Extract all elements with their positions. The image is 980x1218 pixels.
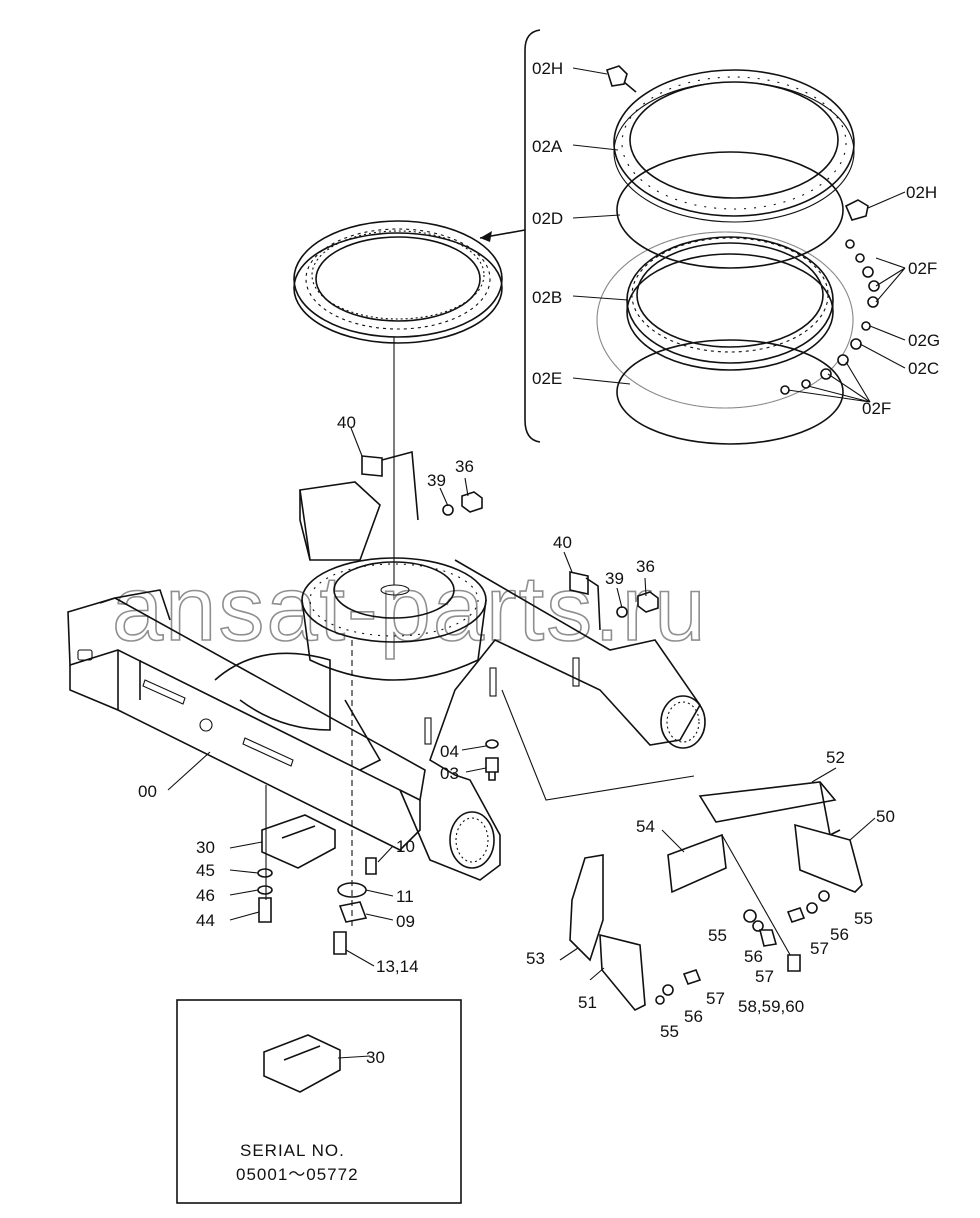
callout-labels: 02H 02A 02D 02B 02E 02H 02F 02G 02C 02F …	[138, 59, 940, 1041]
leader-54	[721, 834, 794, 961]
bolt-44	[258, 897, 272, 923]
callout-40-right: 40	[553, 533, 572, 552]
callout-50: 50	[876, 807, 895, 826]
callout-00: 00	[138, 782, 157, 801]
callout-03: 03	[440, 764, 459, 783]
callout-45: 45	[196, 861, 215, 880]
callout-02F-lower: 02F	[862, 399, 891, 418]
callout-39-left: 39	[427, 471, 446, 490]
inset-guard-30	[263, 1034, 371, 1093]
plate-09	[338, 901, 368, 923]
callout-57-right: 57	[810, 939, 829, 958]
bracket-40-right	[569, 571, 601, 631]
callout-56-right: 56	[830, 925, 849, 944]
inset-callout-30: 30	[366, 1048, 385, 1067]
callout-58-59-60: 58,59,60	[738, 997, 804, 1016]
callout-39-right: 39	[605, 569, 624, 588]
plate-53	[569, 854, 604, 962]
bolt-36-left	[442, 491, 483, 516]
callout-54: 54	[636, 817, 655, 836]
callout-02B: 02B	[532, 288, 562, 307]
fasteners-55-56-57	[655, 890, 830, 1005]
leader-frame-bracket	[501, 689, 695, 801]
guard-30	[261, 814, 336, 869]
bolt-13-14	[333, 931, 347, 955]
outer-ring-02A	[613, 69, 855, 223]
callout-56-mid: 56	[744, 947, 763, 966]
seal-02D	[616, 151, 844, 269]
serial-label: SERIAL NO.	[240, 1141, 345, 1160]
lower-frame-00	[67, 481, 706, 881]
washer-04	[485, 739, 499, 749]
callout-56-low: 56	[684, 1007, 703, 1026]
callout-02D: 02D	[532, 209, 563, 228]
swing-circle-gear	[293, 220, 503, 344]
callout-55-mid: 55	[708, 926, 727, 945]
cover-54	[667, 833, 727, 894]
bracket-40-left	[361, 450, 419, 521]
plate-51	[599, 933, 646, 1012]
washer-45	[257, 868, 273, 878]
callout-30: 30	[196, 838, 215, 857]
callout-10: 10	[396, 837, 415, 856]
inset-frame	[176, 999, 462, 1204]
callout-11: 11	[396, 887, 414, 906]
group-pointer-arrow	[480, 231, 492, 242]
bearing-balls-02F	[780, 239, 880, 395]
callout-02C: 02C	[908, 359, 939, 378]
callout-02F-upper: 02F	[908, 259, 937, 278]
seal-02E	[616, 339, 844, 445]
callout-02H-right: 02H	[906, 183, 937, 202]
watermark-text: ansat-parts.ru	[112, 558, 708, 660]
callout-09: 09	[396, 912, 415, 931]
callout-57-low: 57	[706, 989, 725, 1008]
callout-36-right: 36	[636, 557, 655, 576]
callout-40-left: 40	[337, 413, 356, 432]
callout-53: 53	[526, 949, 545, 968]
group-bracket	[524, 29, 541, 443]
grease-fitting-02H-right	[844, 199, 869, 221]
callout-02H-top: 02H	[532, 59, 563, 78]
serial-inset: 30 SERIAL NO. 05001～05772	[176, 999, 462, 1204]
leader-lines	[167, 67, 906, 981]
callout-04: 04	[440, 742, 459, 761]
callout-51: 51	[578, 993, 597, 1012]
callout-57-mid: 57	[755, 967, 774, 986]
bolt-36-right	[616, 591, 659, 618]
pin-10	[365, 857, 377, 875]
callout-44: 44	[196, 911, 215, 930]
inner-ring-02B	[626, 236, 834, 371]
callout-55-low: 55	[660, 1022, 679, 1041]
grease-fitting-02H-top	[606, 65, 637, 93]
washer-46	[257, 885, 273, 895]
cover-52	[698, 781, 841, 837]
callout-55-right: 55	[854, 909, 873, 928]
callout-02G: 02G	[908, 331, 940, 350]
callout-36-left: 36	[455, 457, 474, 476]
callout-02E: 02E	[532, 369, 562, 388]
callout-02A: 02A	[532, 137, 563, 156]
serial-range: 05001～05772	[236, 1165, 359, 1184]
callout-13-14: 13,14	[376, 957, 419, 976]
callout-52: 52	[826, 748, 845, 767]
callout-46: 46	[196, 886, 215, 905]
cover-50	[794, 823, 863, 893]
bolt-03	[485, 757, 499, 781]
